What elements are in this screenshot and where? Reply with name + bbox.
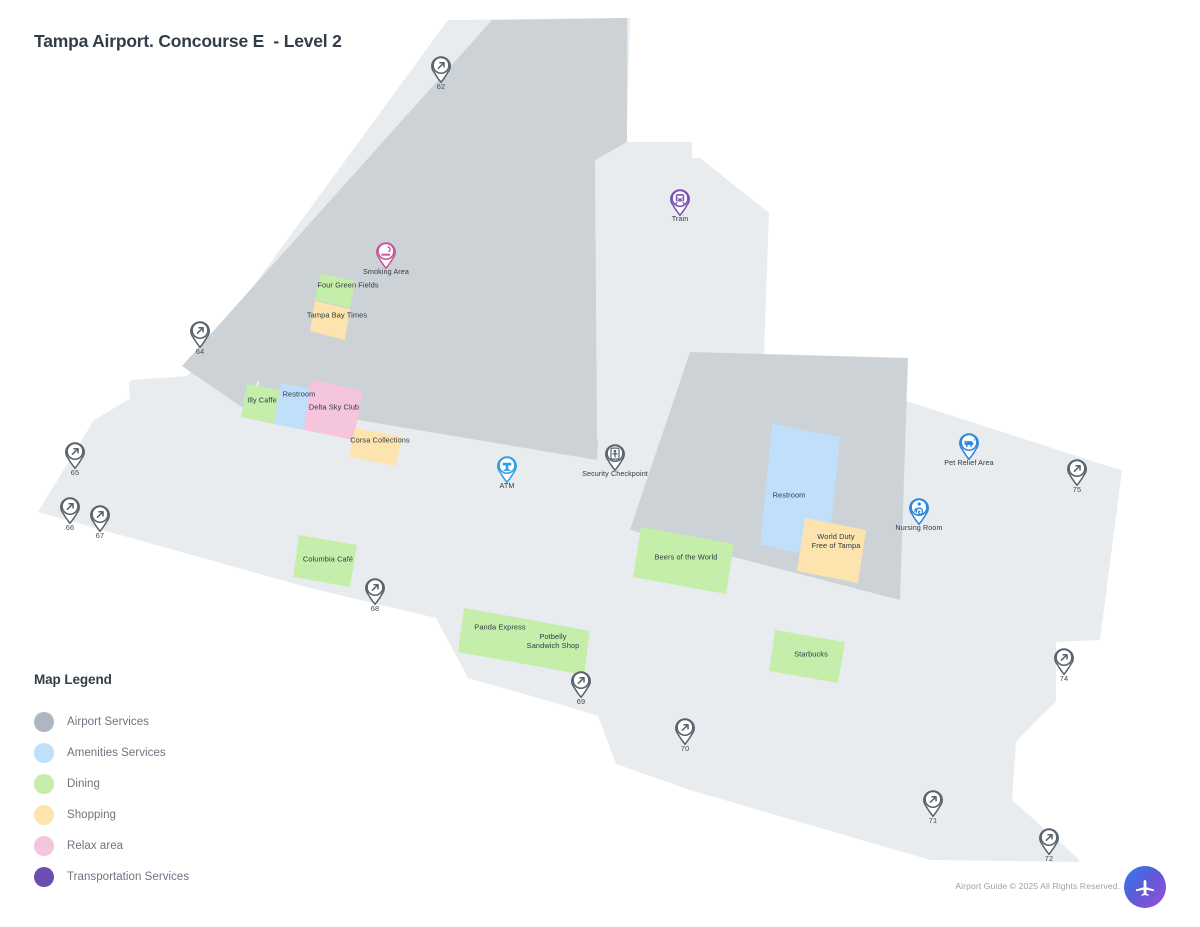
unit-restroom-west[interactable] xyxy=(274,383,311,430)
gate-arrow-icon xyxy=(172,320,228,348)
unit-blocks xyxy=(241,274,866,683)
gate-marker[interactable]: 70 xyxy=(657,717,713,753)
security-icon xyxy=(555,443,675,471)
gate-marker[interactable]: 64 xyxy=(172,320,228,356)
gate-marker[interactable]: 75 xyxy=(1049,458,1105,494)
gate-marker[interactable]: 72 xyxy=(1021,827,1077,863)
footer-copyright: Airport Guide © 2025 All Rights Reserved… xyxy=(955,881,1120,891)
legend-item[interactable]: Transportation Services xyxy=(34,861,314,892)
pet-icon xyxy=(909,432,1029,460)
poi-marker[interactable]: Security Checkpoint xyxy=(555,443,675,479)
gate-marker[interactable]: 62 xyxy=(413,55,469,91)
legend-item[interactable]: Airport Services xyxy=(34,706,314,737)
poi-label: Pet Relief Area xyxy=(944,458,994,467)
gate-arrow-icon xyxy=(1049,458,1105,486)
concourse-polygon-north xyxy=(182,18,627,440)
legend-item[interactable]: Dining xyxy=(34,768,314,799)
legend-item-label: Airport Services xyxy=(67,715,149,728)
gate-number: 72 xyxy=(1044,854,1054,863)
gate-arrow-icon xyxy=(42,496,98,524)
unit-panda-express[interactable] xyxy=(458,608,537,665)
poi-label: Train xyxy=(671,214,689,223)
legend-title: Map Legend xyxy=(34,672,112,687)
gate-number: 65 xyxy=(70,468,80,477)
gate-arrow-icon xyxy=(72,504,128,532)
poi-marker[interactable]: Smoking Area xyxy=(326,241,446,277)
terminal-floorplate xyxy=(38,18,1122,862)
legend-color-swatch xyxy=(34,866,54,887)
gate-marker[interactable]: 65 xyxy=(47,441,103,477)
gate-arrow-icon xyxy=(1036,647,1092,675)
unit-illy-caffe[interactable] xyxy=(241,384,281,424)
gate-number: 71 xyxy=(928,816,938,825)
gate-marker[interactable]: 68 xyxy=(347,577,403,613)
poi-marker[interactable]: Nursing Room xyxy=(859,497,979,533)
legend-item-label: Dining xyxy=(67,777,100,790)
train-icon xyxy=(620,188,740,216)
unit-delta-sky-club[interactable] xyxy=(304,380,362,440)
legend-item-label: Relax area xyxy=(67,839,124,852)
gate-arrow-icon xyxy=(47,441,103,469)
poi-marker[interactable]: ATM xyxy=(447,455,567,491)
legend-color-swatch xyxy=(34,773,54,794)
smoking-icon xyxy=(326,241,446,269)
gate-number: 62 xyxy=(436,82,446,91)
unit-beers-of-the-world[interactable] xyxy=(633,527,734,594)
gate-number: 74 xyxy=(1059,674,1069,683)
atm-icon xyxy=(447,455,567,483)
gate-arrow-icon xyxy=(413,55,469,83)
unit-four-green-fields[interactable] xyxy=(315,274,355,308)
unit-tampa-bay-times[interactable] xyxy=(310,301,350,340)
unit-columbia-cafe[interactable] xyxy=(293,535,357,587)
legend-item-label: Transportation Services xyxy=(67,870,190,883)
gate-marker[interactable]: 69 xyxy=(553,670,609,706)
gate-arrow-icon xyxy=(657,717,713,745)
gate-marker[interactable]: 67 xyxy=(72,504,128,540)
gate-number: 69 xyxy=(576,697,586,706)
legend-item[interactable]: Amenities Services xyxy=(34,737,314,768)
gate-marker[interactable]: 66 xyxy=(42,496,98,532)
poi-label: ATM xyxy=(499,481,515,490)
unit-corsa-collections[interactable] xyxy=(349,428,402,466)
page-title: Tampa Airport. Concourse E - Level 2 xyxy=(34,31,342,51)
gate-number: 75 xyxy=(1072,485,1082,494)
gate-arrow-icon xyxy=(347,577,403,605)
poi-label: Smoking Area xyxy=(363,267,409,276)
legend-color-swatch xyxy=(34,804,54,825)
unit-starbucks[interactable] xyxy=(769,630,845,683)
legend-item[interactable]: Relax area xyxy=(34,830,314,861)
legend-color-swatch xyxy=(34,742,54,763)
legend-item[interactable]: Shopping xyxy=(34,799,314,830)
legend-color-swatch xyxy=(34,711,54,732)
gate-marker[interactable]: 74 xyxy=(1036,647,1092,683)
gate-number: 67 xyxy=(95,531,105,540)
poi-label: Security Checkpoint xyxy=(582,469,648,478)
gate-number: 68 xyxy=(370,604,380,613)
poi-label: Nursing Room xyxy=(895,523,943,532)
unit-potbelly[interactable] xyxy=(530,621,590,675)
legend-item-label: Amenities Services xyxy=(67,746,166,759)
legend-color-swatch xyxy=(34,835,54,856)
gate-number: 64 xyxy=(195,347,205,356)
gate-number: 66 xyxy=(65,523,75,532)
gate-marker[interactable]: 71 xyxy=(905,789,961,825)
legend-item-label: Shopping xyxy=(67,808,116,821)
gate-number: 70 xyxy=(680,744,690,753)
poi-marker[interactable]: Train xyxy=(620,188,740,224)
gate-arrow-icon xyxy=(1021,827,1077,855)
nursing-icon xyxy=(859,497,979,525)
poi-marker[interactable]: Pet Relief Area xyxy=(909,432,1029,468)
unit-world-duty-free[interactable] xyxy=(797,518,866,583)
gate-arrow-icon xyxy=(905,789,961,817)
airplane-icon[interactable] xyxy=(1124,866,1166,908)
gate-arrow-icon xyxy=(553,670,609,698)
